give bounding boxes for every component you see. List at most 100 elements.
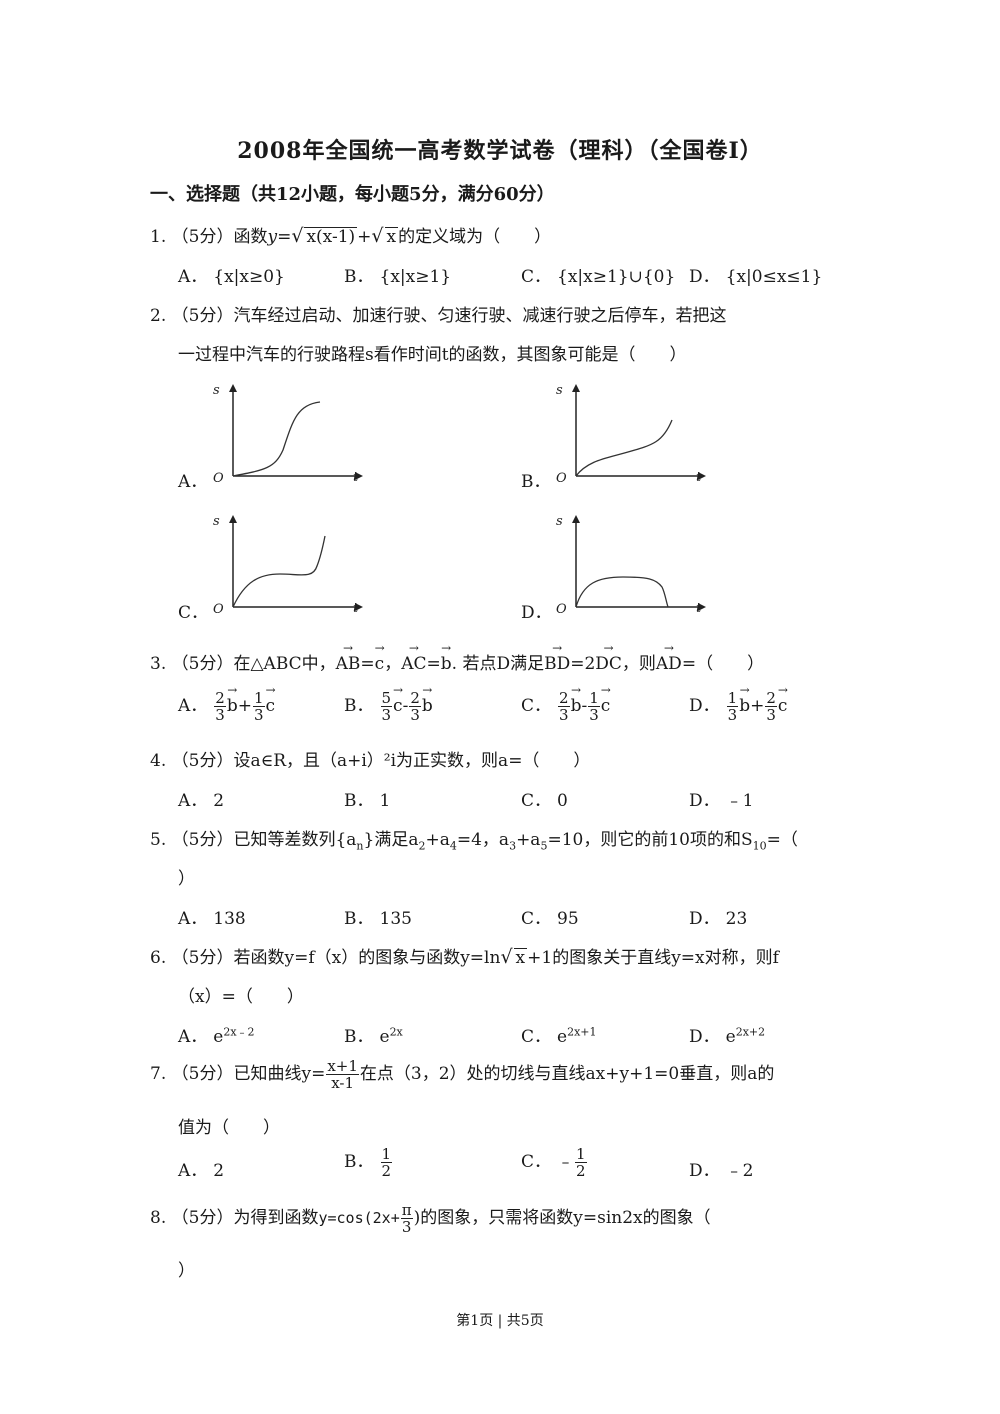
q4-option-a[interactable]: A．2 — [178, 786, 224, 811]
q5-text: +a — [516, 830, 541, 850]
option-label: A． — [178, 696, 208, 716]
q7-number: 7. — [150, 1064, 167, 1084]
option-base: e — [379, 1027, 390, 1047]
option-label: A． — [178, 267, 208, 287]
q1-text-pre: 函数 — [233, 227, 268, 247]
option-label: D． — [689, 267, 720, 287]
q5-option-d[interactable]: D．23 — [689, 904, 747, 929]
q2-graph-a[interactable]: s t O — [205, 380, 365, 490]
option-text: ﹣1 — [725, 791, 754, 811]
option-label: B． — [344, 909, 374, 929]
q3-option-c[interactable]: C．23b-13c — [521, 683, 610, 724]
origin-label: O — [213, 602, 224, 617]
q1-option-d[interactable]: D．{x|0≤x≤1} — [689, 262, 822, 287]
q6-option-d[interactable]: D．e2x+2 — [689, 1022, 765, 1047]
question-4: 4. （5分）设a∈R，且（a+i）²i为正实数，则a=（ ） — [150, 746, 590, 771]
q2-option-d-label[interactable]: D． — [521, 603, 552, 623]
q1-option-b[interactable]: B．{x|x≥1} — [344, 262, 451, 287]
subscript: 10 — [752, 839, 767, 853]
q4-option-d[interactable]: D．﹣1 — [689, 786, 753, 811]
q1-option-c[interactable]: C．{x|x≥1}∪{0} — [521, 262, 675, 287]
option-label: C． — [521, 1152, 552, 1172]
option-base: e — [725, 1027, 736, 1047]
q2-option-a-label[interactable]: A． — [178, 472, 208, 492]
q2-option-b-label[interactable]: B． — [521, 472, 551, 492]
axis-s-label: s — [556, 383, 563, 398]
vector: b — [571, 683, 582, 716]
vector: b — [422, 683, 433, 716]
q3-text-pre: 在△ABC中， — [233, 654, 336, 674]
q2-graph-d[interactable]: s t O — [548, 511, 708, 621]
operator: - — [581, 696, 588, 716]
q5-option-a[interactable]: A．138 — [178, 904, 246, 929]
option-label: D． — [689, 909, 720, 929]
q6-option-b[interactable]: B．e2x — [344, 1022, 403, 1047]
q6-points: （5分） — [171, 948, 234, 968]
q5-number: 5. — [150, 830, 167, 850]
q2-option-c-label[interactable]: C． — [178, 603, 209, 623]
q3-points: （5分） — [171, 654, 234, 674]
option-text: 2 — [213, 791, 225, 811]
q3-comma: ， — [384, 654, 402, 674]
q2-graph-c[interactable]: s t O — [205, 511, 365, 621]
q3-option-a[interactable]: A．23b+13c — [178, 683, 275, 724]
q1-y: y= — [267, 227, 292, 247]
option-base: e — [557, 1027, 568, 1047]
q7-option-a[interactable]: A．2 — [178, 1156, 224, 1181]
vector-c: c — [375, 641, 385, 674]
vector-dc: DC — [595, 641, 622, 674]
vector: c — [393, 683, 403, 716]
q8-text-line2: ） — [178, 1261, 195, 1281]
option-label: C． — [521, 696, 552, 716]
option-text: 2 — [213, 1161, 225, 1181]
option-exponent: 2x — [389, 1025, 403, 1039]
operator: - — [402, 696, 409, 716]
q4-option-b[interactable]: B．1 — [344, 786, 390, 811]
option-exponent: 2x+1 — [567, 1025, 597, 1039]
q6-option-a[interactable]: A．e2x﹣2 — [178, 1022, 255, 1047]
q6-option-c[interactable]: C．e2x+1 — [521, 1022, 597, 1047]
q5-option-b[interactable]: B．135 — [344, 904, 412, 929]
section-heading: 一、选择题（共12小题，每小题5分，满分60分） — [150, 184, 555, 205]
q3-option-d[interactable]: D．13b+23c — [689, 683, 787, 724]
q8-text-post: 的图象，只需将函数y=sin2x的图象（ — [420, 1208, 711, 1228]
option-text: 138 — [213, 909, 246, 929]
q5-option-c[interactable]: C．95 — [521, 904, 579, 929]
sqrt-sign: √ — [291, 225, 304, 247]
option-label: B． — [344, 1027, 374, 1047]
q6-radicand: x — [513, 948, 528, 968]
q1-option-a[interactable]: A．{x|x≥0} — [178, 262, 285, 287]
q5-text: +a — [425, 830, 450, 850]
q8-number: 8. — [150, 1208, 167, 1228]
subscript: n — [356, 839, 364, 853]
option-text: 23 — [725, 909, 748, 929]
q1-plus: + — [357, 227, 372, 247]
q3-option-b[interactable]: B．53c-23b — [344, 683, 433, 723]
option-label: B． — [344, 696, 374, 716]
operator: + — [237, 696, 252, 716]
q6-text-post: +1的图象关于直线y=x对称，则f — [527, 948, 779, 968]
option-exponent: 2x﹣2 — [223, 1025, 255, 1039]
option-label: A． — [178, 1027, 208, 1047]
q7-option-d[interactable]: D．﹣2 — [689, 1156, 753, 1181]
q4-option-c[interactable]: C．0 — [521, 786, 568, 811]
q2-graph-b[interactable]: s t O — [548, 380, 708, 490]
q2-points: （5分） — [171, 306, 234, 326]
option-label: A． — [178, 1161, 208, 1181]
question-2: 2. （5分）汽车经过启动、加速行驶、匀速行驶、减速行驶之后停车，若把这 — [150, 301, 726, 326]
q6-text-pre: 若函数y=f（x）的图象与函数y=ln — [233, 948, 501, 968]
